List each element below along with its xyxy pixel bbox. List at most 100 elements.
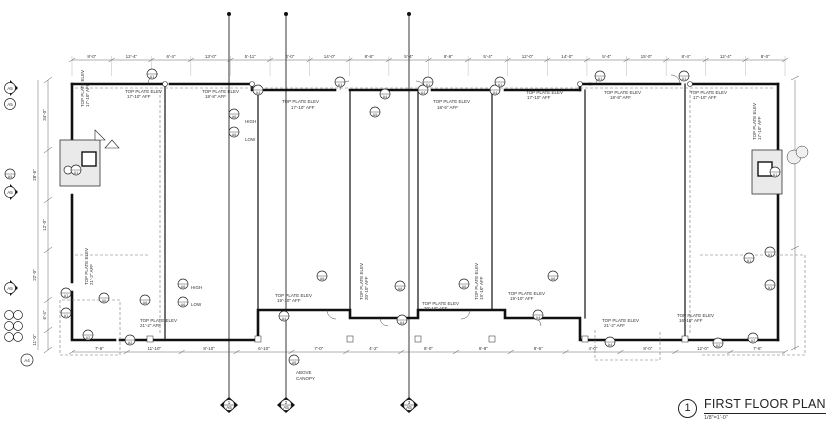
svg-text:A1: A1	[64, 314, 68, 318]
drawing-title: FIRST FLOOR PLAN	[704, 397, 826, 411]
svg-text:A5: A5	[292, 361, 296, 365]
dim-tick	[43, 196, 53, 204]
svg-text:A1: A1	[64, 294, 68, 298]
plate-label-10: TOP PLATE ELEV	[275, 293, 312, 298]
svg-text:HIGH: HIGH	[245, 119, 256, 124]
callout-notes: HIGH LOW HIGH LOW ABOVE CANOPY	[191, 119, 315, 381]
svg-text:19'-10" AFF: 19'-10" AFF	[510, 296, 534, 301]
svg-text:TOP PLATE ELEV: TOP PLATE ELEV	[80, 70, 85, 107]
svg-text:A2: A2	[751, 339, 755, 343]
plate-label-13: TOP PLATE ELEV	[602, 318, 639, 323]
bottom-dim-label: 8'-10"	[203, 346, 215, 351]
section-cut-lines	[227, 12, 411, 398]
svg-text:A5: A5	[406, 405, 412, 410]
svg-text:A4: A4	[282, 317, 286, 321]
svg-text:A1: A1	[338, 83, 342, 87]
dim-tick	[233, 349, 240, 355]
top-dim-label: 14'-0"	[561, 54, 573, 59]
svg-text:A5: A5	[7, 86, 13, 91]
svg-text:17'-10" AFF: 17'-10" AFF	[757, 116, 762, 140]
svg-text:A1: A1	[426, 83, 430, 87]
top-dim-label: 8'-4"	[681, 54, 690, 59]
svg-text:A6: A6	[320, 277, 324, 281]
plate-label-12: TOP PLATE ELEV	[508, 291, 545, 296]
plate-label-7: TOP PLATE ELEV	[690, 90, 727, 95]
svg-text:TOP PLATE ELEV: TOP PLATE ELEV	[752, 103, 757, 140]
detail-bubble: A1	[60, 307, 72, 319]
bottom-dim-label: 4'-0"	[589, 346, 598, 351]
title-underline	[704, 413, 826, 414]
bottom-dim-label: 7'-6"	[95, 346, 104, 351]
top-dim-label: 6'-4"	[167, 54, 176, 59]
detail-bubble: A4	[396, 314, 408, 326]
dim-tick	[727, 349, 734, 355]
bottom-dim-label: 8'-0"	[643, 346, 652, 351]
top-dim-label: 12'-0"	[522, 54, 534, 59]
detail-bubble: A1	[334, 76, 346, 88]
svg-text:A6: A6	[462, 285, 466, 289]
dim-tick	[288, 349, 295, 355]
svg-text:LOW: LOW	[245, 137, 256, 142]
detail-bubble: A2	[124, 334, 136, 346]
top-dim-label: 14'-0"	[324, 54, 336, 59]
svg-text:A6: A6	[232, 115, 236, 119]
dim-tick	[562, 349, 569, 355]
detail-bubble: A2	[82, 329, 94, 341]
svg-text:A6: A6	[181, 303, 185, 307]
column-tag	[414, 335, 422, 343]
top-dim-label: 4'-0"	[285, 54, 294, 59]
svg-text:A2: A2	[716, 344, 720, 348]
top-dim-label: 5'-4"	[404, 54, 413, 59]
detail-bubble: A1	[494, 76, 506, 88]
svg-text:18'-5" AFF: 18'-5" AFF	[437, 105, 458, 110]
svg-text:A4: A4	[383, 95, 387, 99]
detail-bubble: A5	[288, 354, 300, 366]
svg-text:A5: A5	[7, 286, 13, 291]
svg-text:19'-10" AFF: 19'-10" AFF	[479, 276, 484, 300]
svg-text:17'-10" AFF: 17'-10" AFF	[85, 83, 90, 107]
plate-label-11: TOP PLATE ELEV	[422, 301, 459, 306]
column-tag	[488, 335, 496, 343]
top-dim-label: 5'-11"	[245, 54, 257, 59]
plate-label-14: TOP PLATE ELEV	[677, 313, 714, 318]
column-tag	[346, 335, 354, 343]
svg-text:A1: A1	[768, 286, 772, 290]
svg-text:A5: A5	[7, 190, 13, 195]
svg-text:A6: A6	[398, 287, 402, 291]
dim-tick	[43, 346, 53, 354]
top-dim-label: 8'-0"	[87, 54, 96, 59]
svg-text:A4: A4	[400, 321, 404, 325]
detail-bubble: A4	[278, 310, 290, 322]
detail-bubble: A6	[547, 270, 559, 282]
top-dim-label: 12'-4"	[720, 54, 732, 59]
detail-bubble: A4	[532, 309, 544, 321]
detail-bubble: A6	[139, 294, 151, 306]
dim-tick	[43, 146, 53, 154]
dim-tick	[43, 296, 53, 304]
svg-text:A5: A5	[283, 405, 289, 410]
svg-text:A1: A1	[768, 253, 772, 257]
svg-text:17'-10" AFF: 17'-10" AFF	[527, 95, 551, 100]
detail-bubble: A6	[228, 126, 240, 138]
dim-tick	[343, 349, 350, 355]
svg-text:A1: A1	[598, 77, 602, 81]
detail-bubble: A1	[743, 252, 755, 264]
bottom-dim-label: 6'-10"	[258, 346, 270, 351]
svg-text:A5: A5	[7, 102, 13, 107]
column-tag	[249, 81, 255, 87]
svg-text:3: 3	[408, 400, 411, 405]
detail-bubble: A1	[70, 164, 82, 176]
left-dim-label: 22'-0"	[32, 269, 37, 281]
detail-bubble: A4	[252, 84, 264, 96]
bottom-dimension-string: 7'-6"11'-10"8'-10"6'-10"7'-0"4'-2"8'-0"6…	[68, 346, 789, 355]
detail-bubble: A1	[594, 70, 606, 82]
drawing-number: 1	[678, 399, 697, 418]
dim-tick	[43, 246, 53, 254]
detail-bubble: A5	[4, 168, 16, 180]
plate-label-2: TOP PLATE ELEV	[202, 89, 239, 94]
column-tag	[681, 335, 689, 343]
